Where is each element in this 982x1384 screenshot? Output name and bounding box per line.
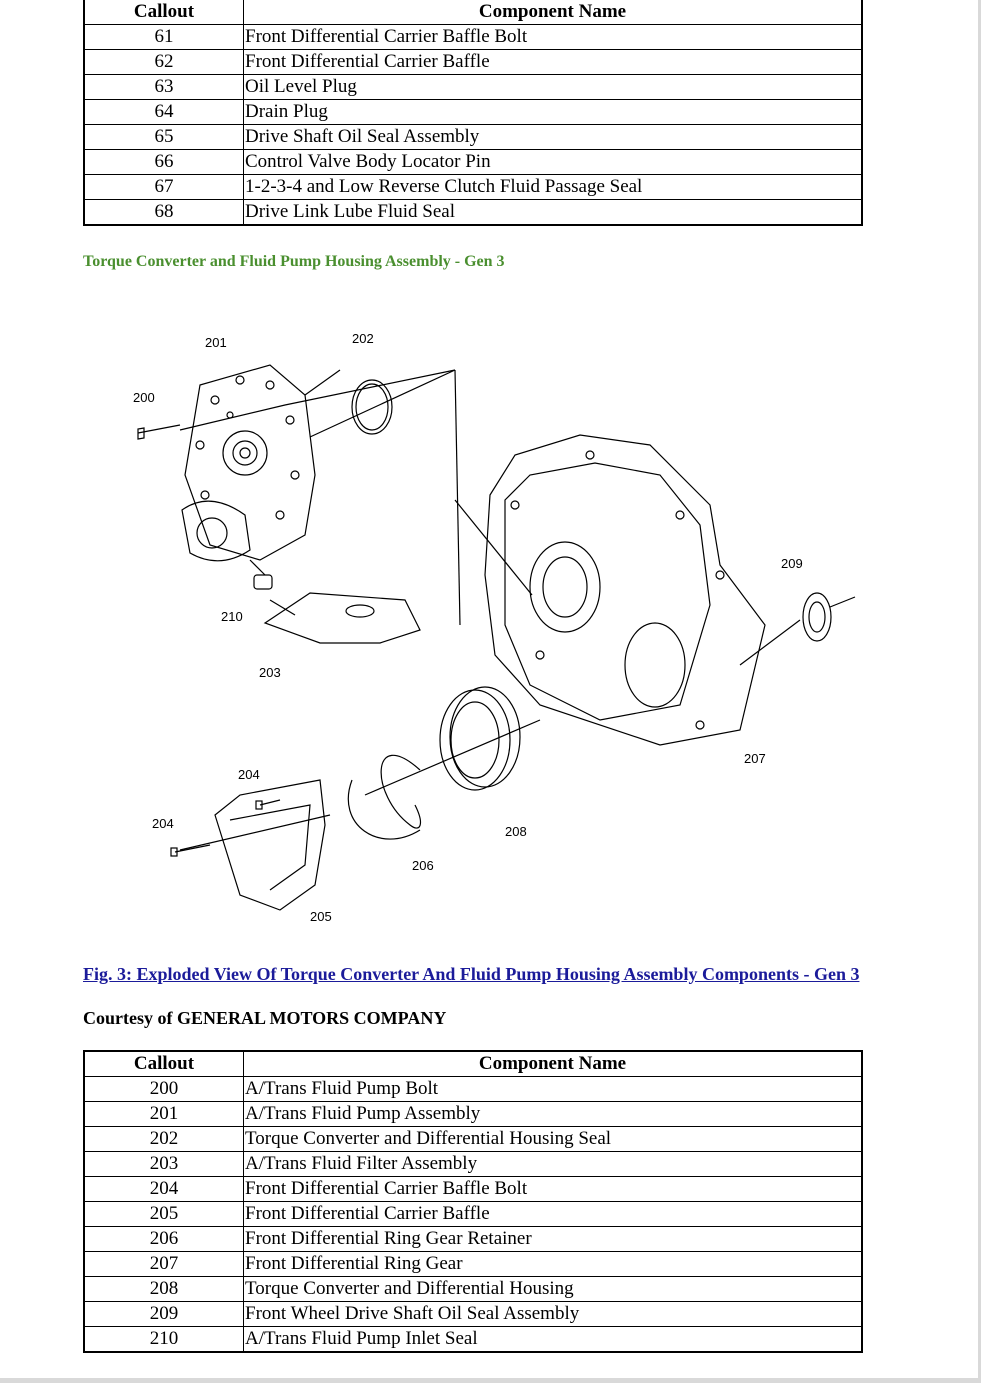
exploded-view-diagram: 201 202 200 210 203 209 207 204 204 208 … — [133, 331, 856, 924]
drive-shaft-seal-drawing — [802, 592, 856, 642]
component-name-cell: 1-2-3-4 and Low Reverse Clutch Fluid Pas… — [243, 174, 863, 200]
component-name-cell: A/Trans Fluid Filter Assembly — [243, 1151, 863, 1177]
callout-cell: 205 — [83, 1201, 244, 1227]
callout-cell: 64 — [83, 99, 244, 125]
header-callout: Callout — [83, 1050, 244, 1077]
component-name-cell: Front Wheel Drive Shaft Oil Seal Assembl… — [243, 1301, 863, 1327]
header-callout: Callout — [83, 0, 244, 25]
callout-cell: 67 — [83, 174, 244, 200]
component-name-cell: Front Differential Carrier Baffle Bolt — [243, 1176, 863, 1202]
component-name-cell: A/Trans Fluid Pump Bolt — [243, 1076, 863, 1102]
figure-caption-link[interactable]: Fig. 3: Exploded View Of Torque Converte… — [83, 964, 860, 984]
header-component-name: Component Name — [243, 1050, 863, 1077]
differential-housing-drawing — [454, 434, 801, 746]
callout-209: 209 — [781, 556, 803, 571]
component-name-cell: Control Valve Body Locator Pin — [243, 149, 863, 175]
component-name-cell: Front Differential Ring Gear — [243, 1251, 863, 1277]
fluid-pump-assembly-drawing — [179, 364, 456, 562]
component-name-cell: Torque Converter and Differential Housin… — [243, 1126, 863, 1152]
callout-201: 201 — [205, 335, 227, 350]
callout-cell: 62 — [83, 49, 244, 75]
callout-cell: 204 — [83, 1176, 244, 1202]
component-name-cell: Drive Shaft Oil Seal Assembly — [243, 124, 863, 150]
callout-206: 206 — [412, 858, 434, 873]
callout-cell: 200 — [83, 1076, 244, 1102]
callout-cell: 61 — [83, 24, 244, 50]
callout-cell: 203 — [83, 1151, 244, 1177]
callout-cell: 202 — [83, 1126, 244, 1152]
callout-cell: 201 — [83, 1101, 244, 1127]
callout-204-upper: 204 — [238, 767, 260, 782]
table-header-row: Callout Component Name — [83, 0, 863, 25]
callout-203: 203 — [259, 665, 281, 680]
callout-cell: 208 — [83, 1276, 244, 1302]
courtesy-line: Courtesy of GENERAL MOTORS COMPANY — [83, 1008, 447, 1028]
callout-cell: 209 — [83, 1301, 244, 1327]
section-heading: Torque Converter and Fluid Pump Housing … — [83, 253, 505, 270]
callout-cell: 65 — [83, 124, 244, 150]
component-name-cell: A/Trans Fluid Pump Inlet Seal — [243, 1326, 863, 1353]
housing-seal-drawing — [309, 369, 461, 626]
callout-210: 210 — [221, 609, 243, 624]
component-name-cell: Front Differential Ring Gear Retainer — [243, 1226, 863, 1252]
callout-207: 208 — [505, 824, 527, 839]
baffle-bolts-drawing — [170, 799, 331, 857]
callout-cell: 63 — [83, 74, 244, 100]
component-name-cell: Drive Link Lube Fluid Seal — [243, 199, 863, 226]
header-component-name: Component Name — [243, 0, 863, 25]
callout-202: 202 — [352, 331, 374, 346]
callout-200: 200 — [133, 390, 155, 405]
callout-cell: 68 — [83, 199, 244, 226]
callout-cell: 66 — [83, 149, 244, 175]
callout-208: 207 — [744, 751, 766, 766]
carrier-baffle-drawing — [214, 779, 326, 911]
component-name-cell: Torque Converter and Differential Housin… — [243, 1276, 863, 1302]
component-name-cell: Front Differential Carrier Baffle Bolt — [243, 24, 863, 50]
component-name-cell: Oil Level Plug — [243, 74, 863, 100]
component-name-cell: Front Differential Carrier Baffle — [243, 49, 863, 75]
callout-205: 205 — [310, 909, 332, 924]
component-name-cell: Front Differential Carrier Baffle — [243, 1201, 863, 1227]
ring-gear-retainer-drawing — [347, 754, 422, 840]
callout-cell: 207 — [83, 1251, 244, 1277]
callout-204-lower: 204 — [152, 816, 174, 831]
fluid-filter-drawing — [263, 592, 421, 644]
component-name-cell: Drain Plug — [243, 99, 863, 125]
table-header-row: Callout Component Name — [83, 1050, 863, 1077]
component-name-cell: A/Trans Fluid Pump Assembly — [243, 1101, 863, 1127]
callout-cell: 210 — [83, 1326, 244, 1353]
callout-cell: 206 — [83, 1226, 244, 1252]
inlet-seal-drawing — [249, 559, 273, 590]
pump-bolt-drawing — [137, 424, 181, 440]
ring-gear-drawing — [364, 686, 541, 796]
